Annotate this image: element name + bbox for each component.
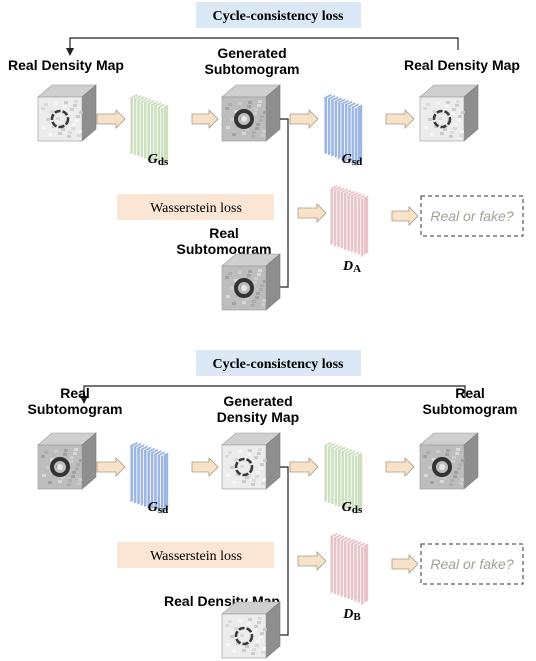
arrow-to-generated	[191, 457, 219, 477]
generated-label-line-1: Subtomogram	[205, 61, 300, 77]
input-label-line-0: Real Density Map	[8, 57, 124, 73]
cycle-loop-line	[66, 37, 459, 56]
cycle-loss-label: Cycle-consistency loss	[212, 357, 344, 372]
output-label-line-0: Real	[455, 385, 485, 401]
generator-1-label-sub: ds	[158, 156, 169, 168]
discriminator-stack	[329, 531, 369, 606]
real-input-cube	[221, 601, 281, 659]
generator-2-label-sub: sd	[352, 156, 362, 168]
arrow-to-output	[385, 109, 415, 129]
output-label-line-0: Real Density Map	[404, 57, 520, 73]
generator-2-label: Gds	[342, 500, 363, 516]
arrow-to-gen1	[96, 457, 126, 477]
input-cube	[37, 84, 97, 142]
wasserstein-label: Wasserstein loss	[150, 549, 242, 564]
arrow-to-gen2	[289, 457, 319, 477]
generated-label-line-0: Generated	[223, 393, 292, 409]
cycle-loss-box	[196, 2, 361, 28]
arrow-to-gen1	[96, 109, 126, 129]
result-label: Real or fake?	[430, 556, 513, 572]
generator-1-label: Gds	[148, 152, 169, 168]
arrow-to-result	[391, 206, 419, 226]
output-cube	[419, 84, 479, 142]
arrow-to-result	[391, 554, 419, 574]
generator-2-label-letter: G	[342, 152, 352, 167]
generator-1-stack	[129, 440, 169, 515]
arrow-to-gen2	[289, 109, 319, 129]
discriminator-label-sub: A	[353, 263, 361, 275]
output-cube	[419, 432, 479, 490]
cycle-loss-box	[196, 350, 361, 376]
real-input-cube	[221, 253, 281, 311]
input-label-line-0: Real	[60, 385, 90, 401]
generator-1-label: Gsd	[148, 500, 169, 516]
arrow-to-discriminator	[297, 551, 327, 571]
arrow-to-generated	[191, 109, 219, 129]
real-input-label-line-0: Real	[209, 225, 239, 241]
generator-2-label: Gsd	[342, 152, 363, 168]
arrow-to-output	[385, 457, 415, 477]
generated-cube	[221, 84, 281, 142]
real-input-label-line-1: Subtomogram	[177, 241, 272, 257]
discriminator-label-sub: B	[353, 611, 361, 623]
generated-label-line-0: Generated	[217, 45, 286, 61]
generator-1-label-letter: G	[148, 500, 158, 515]
generator-2-label-letter: G	[342, 500, 352, 515]
result-box	[420, 195, 524, 237]
result-box	[420, 543, 524, 585]
generator-2-stack	[323, 92, 363, 167]
output-label-line-1: Subtomogram	[423, 401, 518, 417]
wasserstein-box	[117, 542, 274, 568]
wasserstein-label: Wasserstein loss	[150, 201, 242, 216]
discriminator-label-letter: D	[342, 607, 353, 622]
generator-2-label-sub: ds	[352, 504, 363, 516]
input-cube	[37, 432, 97, 490]
cycle-loss-label: Cycle-consistency loss	[212, 9, 344, 24]
discriminator-label: DA	[342, 259, 361, 275]
discriminator-label-letter: D	[342, 259, 353, 274]
discriminator-label: DB	[342, 607, 361, 623]
generated-cube	[221, 432, 281, 490]
result-label: Real or fake?	[430, 208, 513, 224]
arrow-to-discriminator	[297, 203, 327, 223]
wasserstein-box	[117, 194, 274, 220]
discriminator-stack	[329, 183, 369, 258]
generator-1-label-letter: G	[148, 152, 158, 167]
input-label-line-1: Subtomogram	[28, 401, 123, 417]
generator-2-stack	[323, 440, 363, 515]
cycle-loop-line	[80, 385, 466, 404]
generator-1-label-sub: sd	[158, 504, 168, 516]
generator-1-stack	[129, 92, 169, 167]
generated-label-line-1: Density Map	[217, 409, 299, 425]
